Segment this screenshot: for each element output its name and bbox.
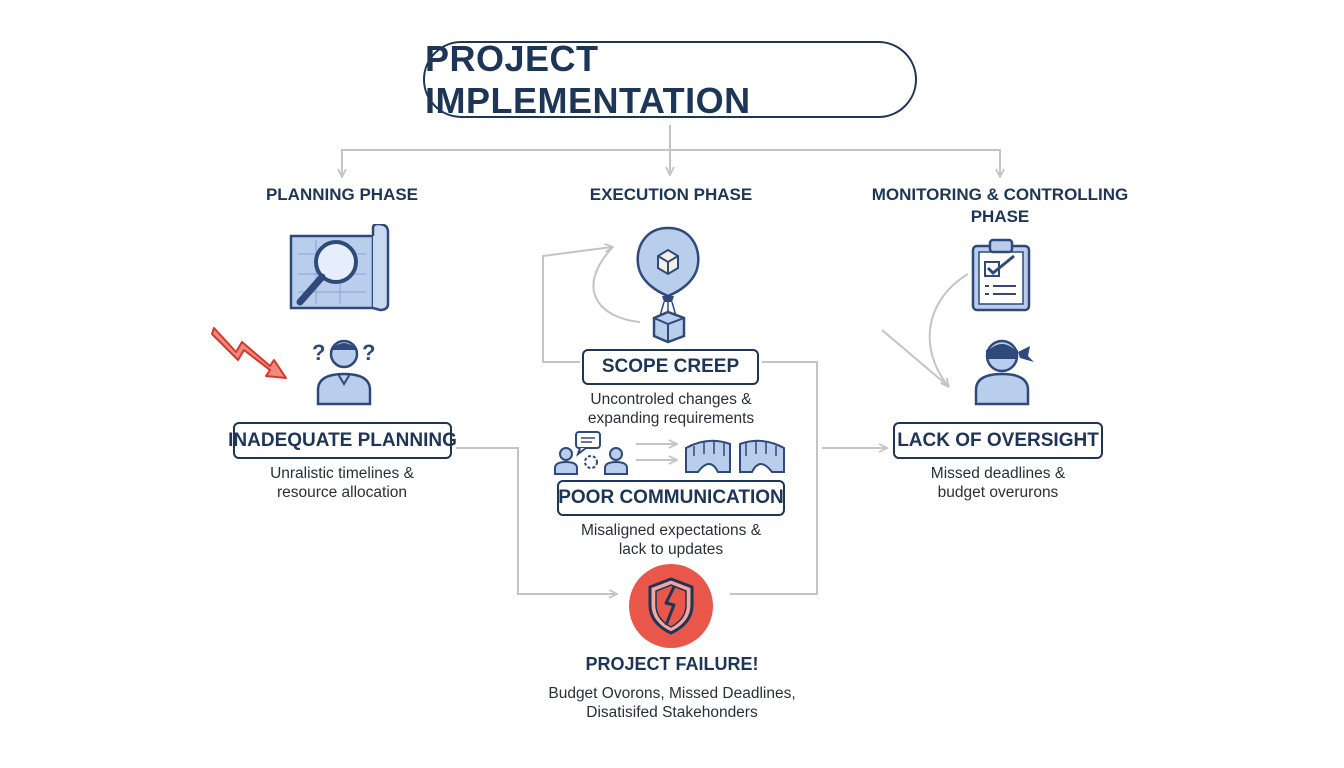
project-failure-title: PROJECT FAILURE! [585, 654, 759, 674]
poor-communication-desc-line1: Misaligned expectations & [580, 522, 762, 539]
svg-text:?: ? [312, 340, 325, 365]
diagram-title: PROJECT IMPLEMENTATION [423, 38, 917, 121]
clipboard-check-icon [971, 238, 1031, 312]
scope-creep-box: SCOPE CREEP [582, 349, 759, 385]
poor-communication-desc-line2: lack to updates [618, 541, 724, 558]
scope-creep-desc-line2: expanding requirements [587, 410, 755, 427]
inadequate-planning-desc: Unralistic timelines & resource allocati… [222, 464, 462, 502]
poor-communication-desc: Misaligned expectations & lack to update… [548, 521, 794, 559]
monitoring-phase-line2: PHASE [970, 207, 1030, 226]
connector-planning-failure [456, 447, 616, 594]
blindfolded-person-icon [974, 339, 1034, 406]
broken-shield-icon [629, 564, 713, 648]
magnifier-blueprint-icon [289, 224, 390, 312]
balloon-box-icon [636, 226, 700, 344]
lack-of-oversight-desc-line1: Missed deadlines & [930, 465, 1066, 482]
project-failure-desc-line2: Disatisifed Stakehonders [586, 704, 758, 721]
poor-communication-box: POOR COMMUNICATION [557, 480, 785, 516]
lack-of-oversight-desc-line2: budget overurons [937, 484, 1059, 501]
project-failure-desc-line1: Budget Ovorons, Missed Deadlines, [548, 685, 796, 702]
red-downward-arrow-icon [211, 327, 287, 379]
lack-of-oversight-desc: Missed deadlines & budget overurons [878, 464, 1118, 502]
svg-text:?: ? [362, 340, 375, 365]
monitoring-phase-heading: MONITORING & CONTROLLING PHASE [870, 184, 1130, 228]
broken-bridge-icon [685, 439, 785, 473]
project-failure-desc: Budget Ovorons, Missed Deadlines, Disati… [510, 684, 834, 722]
inadequate-planning-desc-line1: Unralistic timelines & [270, 465, 414, 482]
monitoring-phase-line1: MONITORING & CONTROLLING [871, 185, 1129, 204]
scope-creep-desc-line1: Uncontroled changes & [590, 391, 752, 408]
execution-phase-heading: EXECUTION PHASE [589, 185, 753, 204]
planning-phase-heading: PLANNING PHASE [265, 185, 419, 204]
inadequate-planning-box: INADEQUATE PLANNING [228, 422, 457, 459]
people-chat-icon [554, 431, 628, 475]
confused-person-icon: ? ? [312, 339, 375, 406]
connector-execution-loop [542, 247, 612, 363]
connector-monitoring-curve [928, 273, 969, 386]
scope-creep-desc: Uncontroled changes & expanding requirem… [560, 390, 782, 428]
inadequate-planning-desc-line2: resource allocation [276, 484, 408, 501]
connector-scope-failure [730, 361, 818, 595]
lack-of-oversight-box: LACK OF OVERSIGHT [893, 422, 1103, 459]
